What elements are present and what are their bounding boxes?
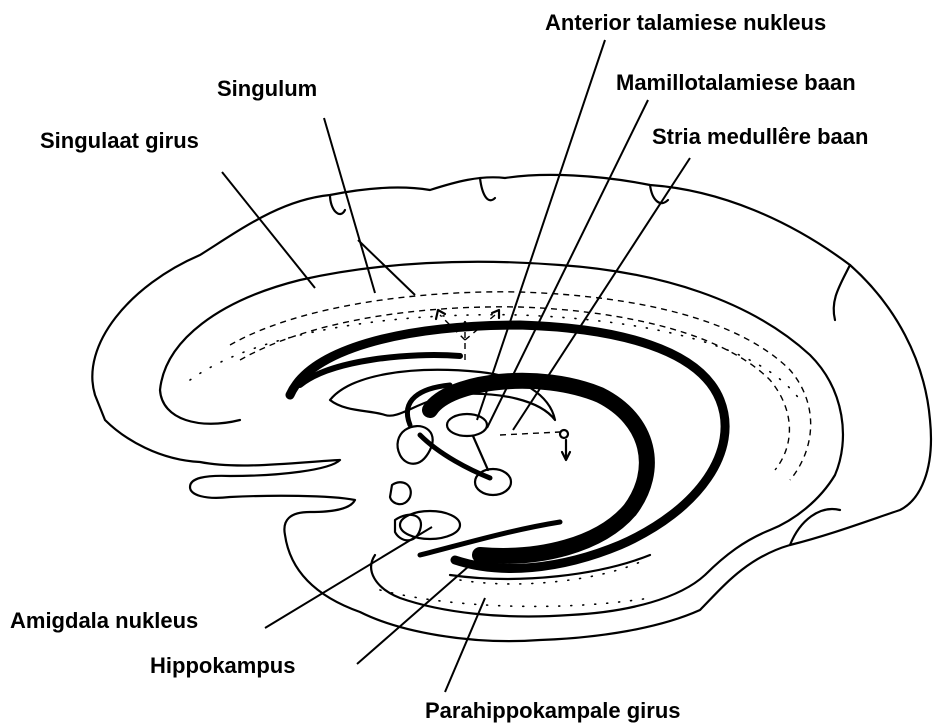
label-anterior-thalamic-nucleus: Anterior talamiese nukleus <box>545 10 826 35</box>
label-stria-medullaris: Stria medullêre baan <box>652 124 868 149</box>
label-hippocampus: Hippokampus <box>150 653 295 678</box>
label-cingulum: Singulum <box>217 76 317 101</box>
thalamic-nuclei <box>447 414 570 495</box>
label-cingulate-gyrus: Singulaat girus <box>40 128 199 153</box>
label-parahippocampal-gyrus: Parahippokampale girus <box>425 698 681 723</box>
leader-lines <box>222 40 690 692</box>
label-amygdala-nucleus: Amigdala nukleus <box>10 608 198 633</box>
label-mammillothalamic-tract: Mamillotalamiese baan <box>616 70 856 95</box>
labels: Anterior talamiese nukleus Singulum Mami… <box>10 10 868 723</box>
